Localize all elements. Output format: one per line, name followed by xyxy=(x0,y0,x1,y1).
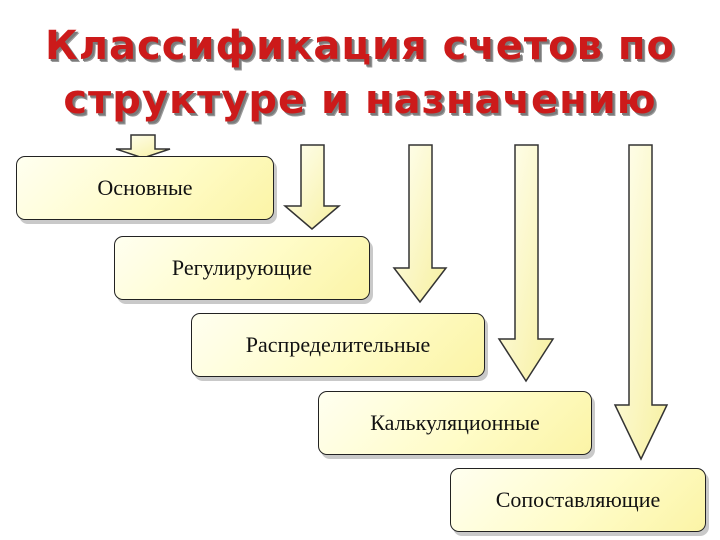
category-box-basic: Основные xyxy=(16,156,274,220)
category-box-comparing: Сопоставляющие xyxy=(450,468,706,532)
title-line-2: структуре и назначению xyxy=(63,77,657,123)
arrow-down-icon xyxy=(613,144,669,461)
arrow-down-icon xyxy=(497,144,555,383)
category-box-calculating: Калькуляционные xyxy=(318,391,592,455)
category-box-distributive: Распределительные xyxy=(191,313,485,377)
arrow-down-icon xyxy=(282,144,342,230)
arrow-down-icon xyxy=(115,134,171,159)
title-line-1: Классификация счетов по xyxy=(45,23,675,69)
category-box-regulating: Регулирующие xyxy=(114,236,370,300)
arrow-down-icon xyxy=(392,144,448,304)
